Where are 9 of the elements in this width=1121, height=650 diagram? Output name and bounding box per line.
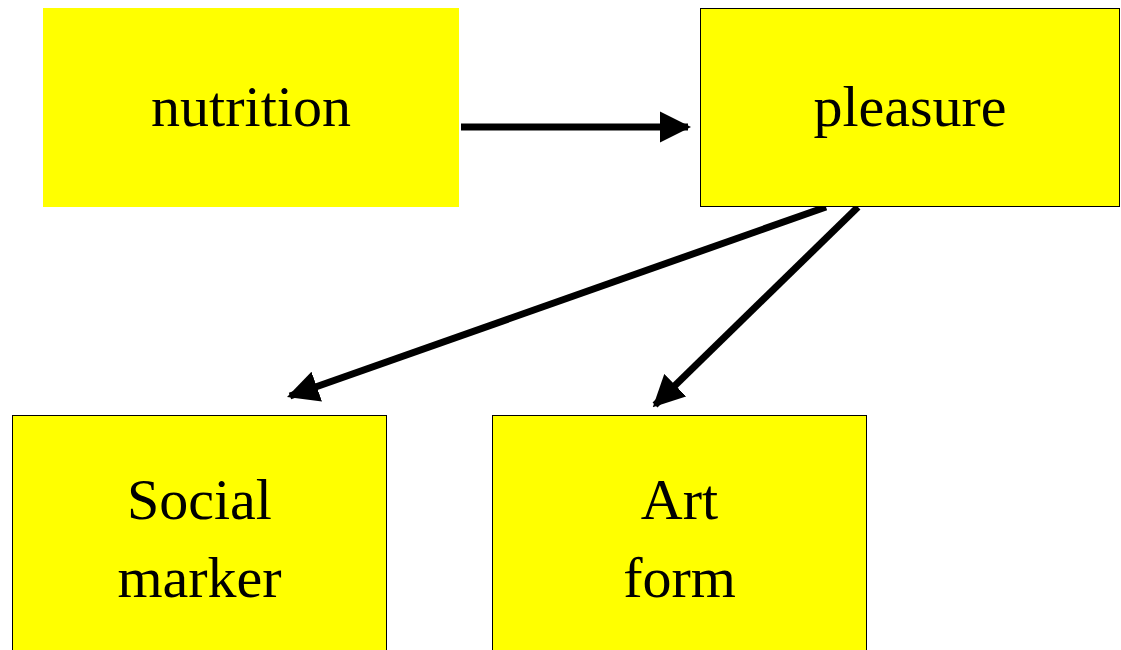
concept-box (12, 415, 387, 650)
node-label: nutrition (151, 73, 351, 142)
node-label: pleasure (813, 73, 1007, 142)
node-label: Social marker (116, 466, 283, 613)
concept-box (43, 8, 459, 207)
concept-box (492, 415, 867, 650)
node-label: Art form (622, 466, 737, 613)
concept-box (700, 8, 1120, 207)
arrow (461, 111, 692, 143)
